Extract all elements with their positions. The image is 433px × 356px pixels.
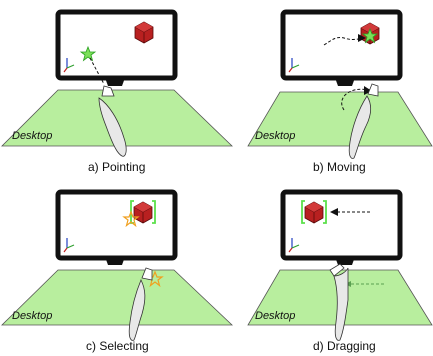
red-cube-icon [133,201,153,224]
hand-move-arc [341,88,369,111]
monitor-screen [55,189,178,261]
desktop-label: Desktop [12,130,52,142]
caption-pointing: a) Pointing [88,160,145,174]
panel-pointing: Desktop a) Pointing [1,9,233,174]
selection-bracket-right [323,200,327,224]
monitor-screen [55,9,178,81]
desktop-surface [1,89,233,147]
red-cube-icon [134,21,154,44]
stylus-icon [98,85,127,157]
stylus-icon [348,83,379,159]
desktop-label: Desktop [255,130,295,142]
monitor-screen [280,9,403,81]
caption-selecting: c) Selecting [86,339,149,353]
selection-bracket-right [152,200,156,224]
stylus-icon [128,267,153,341]
desktop-surface [247,91,433,147]
caption-moving: b) Moving [313,160,366,174]
panel-selecting: Desktop c) Selecting [1,189,234,353]
desktop-label: Desktop [12,310,52,322]
arrow-head [364,86,372,95]
move-path [323,37,363,46]
arrow-head [358,34,366,42]
red-cube-icon [304,201,324,224]
desktop-surface [1,269,234,326]
panel-dragging: Desktop d) Dragging [247,189,433,353]
selection-bracket-left [301,200,305,224]
arrow-head [330,208,338,216]
panel-moving: Desktop b) Moving [247,9,433,174]
stylus-icon [329,263,349,341]
caption-dragging: d) Dragging [313,339,376,353]
monitor-screen [280,189,403,261]
desktop-label: Desktop [255,310,295,322]
